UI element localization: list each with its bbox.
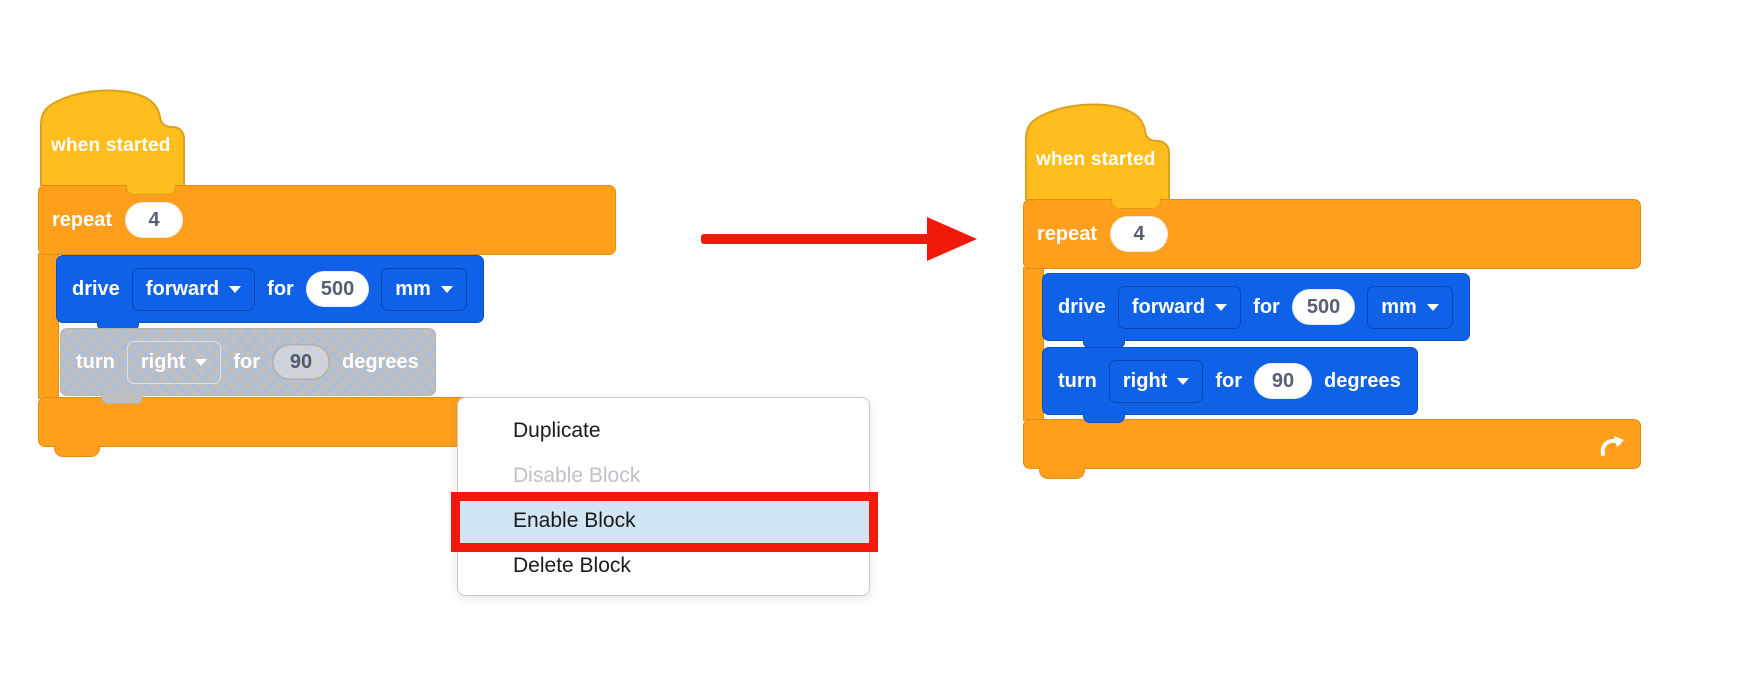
drive-unit-value: mm <box>1381 295 1417 318</box>
caret-down-icon <box>1426 303 1439 311</box>
degrees-label: degrees <box>1324 369 1401 392</box>
caret-down-icon <box>229 285 242 293</box>
caret-down-icon <box>1215 303 1228 311</box>
drive-direction-value: forward <box>145 277 220 300</box>
repeat-block-bottom-tab <box>54 445 100 457</box>
block-connector-bump <box>101 393 143 404</box>
hat-shape <box>40 89 185 186</box>
turn-angle-input[interactable]: 90 <box>1254 363 1312 399</box>
repeat-block-top[interactable]: repeat 4 <box>1023 199 1641 269</box>
hat-label: when started <box>1036 149 1156 170</box>
turn-block[interactable]: turn right for 90 degrees <box>1042 347 1418 423</box>
repeat-block-spine <box>38 253 59 399</box>
drive-unit-dropdown[interactable]: mm <box>1367 285 1453 329</box>
arrow-shaft <box>701 234 932 244</box>
hat-shape <box>1025 103 1170 200</box>
drive-unit-dropdown[interactable]: mm <box>381 267 467 311</box>
repeat-block-bottom-tab <box>1039 467 1085 479</box>
repeat-block-top[interactable]: repeat 4 <box>38 185 616 255</box>
for-label: for <box>1215 369 1242 392</box>
drive-unit-value: mm <box>395 277 431 300</box>
turn-block-disabled[interactable]: turn right for 90 degrees <box>60 328 436 404</box>
drive-label: drive <box>72 277 120 300</box>
repeat-block-spine <box>1023 267 1044 421</box>
repeat-label: repeat <box>1037 222 1098 245</box>
degrees-label: degrees <box>342 350 419 373</box>
hat-connector-bump <box>1111 197 1161 209</box>
turn-direction-dropdown[interactable]: right <box>1108 359 1204 403</box>
for-label: for <box>233 350 260 373</box>
drive-direction-dropdown[interactable]: forward <box>1117 285 1242 329</box>
loop-arrow-icon <box>1600 436 1624 456</box>
when-started-hat-block[interactable]: when started <box>38 87 188 186</box>
repeat-label: repeat <box>52 208 113 231</box>
drive-block[interactable]: drive forward for 500 mm <box>1042 273 1470 349</box>
menu-item-delete-block[interactable]: Delete Block <box>513 554 631 577</box>
menu-item-duplicate[interactable]: Duplicate <box>513 419 601 442</box>
hat-connector-bump <box>126 183 176 195</box>
arrow-head-icon <box>927 217 977 261</box>
context-menu: Duplicate Disable Block Enable Block Del… <box>451 397 878 596</box>
drive-distance-input[interactable]: 500 <box>1291 289 1356 325</box>
turn-direction-value: right <box>1122 369 1168 392</box>
when-started-hat-block[interactable]: when started <box>1023 101 1173 200</box>
block-connector-bump <box>1083 412 1125 423</box>
script-before: when started repeat 4 drive forward for … <box>38 87 678 477</box>
repeat-block-bottom[interactable] <box>1023 419 1641 469</box>
caret-down-icon <box>195 358 208 366</box>
turn-angle-input[interactable]: 90 <box>272 344 330 380</box>
drive-direction-dropdown[interactable]: forward <box>131 267 256 311</box>
drive-label: drive <box>1058 295 1106 318</box>
hat-label: when started <box>51 135 171 156</box>
menu-item-enable-block[interactable]: Enable Block <box>513 509 636 532</box>
drive-block[interactable]: drive forward for 500 mm <box>56 255 484 331</box>
turn-label: turn <box>76 350 115 373</box>
for-label: for <box>1253 295 1280 318</box>
turn-label: turn <box>1058 369 1097 392</box>
script-after: when started repeat 4 drive forward for … <box>1023 101 1703 491</box>
drive-distance-input[interactable]: 500 <box>305 271 370 307</box>
caret-down-icon <box>440 285 453 293</box>
drive-direction-value: forward <box>1131 295 1206 318</box>
turn-direction-dropdown[interactable]: right <box>126 340 222 384</box>
for-label: for <box>267 277 294 300</box>
repeat-count-input[interactable]: 4 <box>1110 216 1169 252</box>
turn-direction-value: right <box>140 350 186 373</box>
caret-down-icon <box>1177 377 1190 385</box>
repeat-count-input[interactable]: 4 <box>125 202 184 238</box>
menu-item-disable-block: Disable Block <box>513 464 641 487</box>
